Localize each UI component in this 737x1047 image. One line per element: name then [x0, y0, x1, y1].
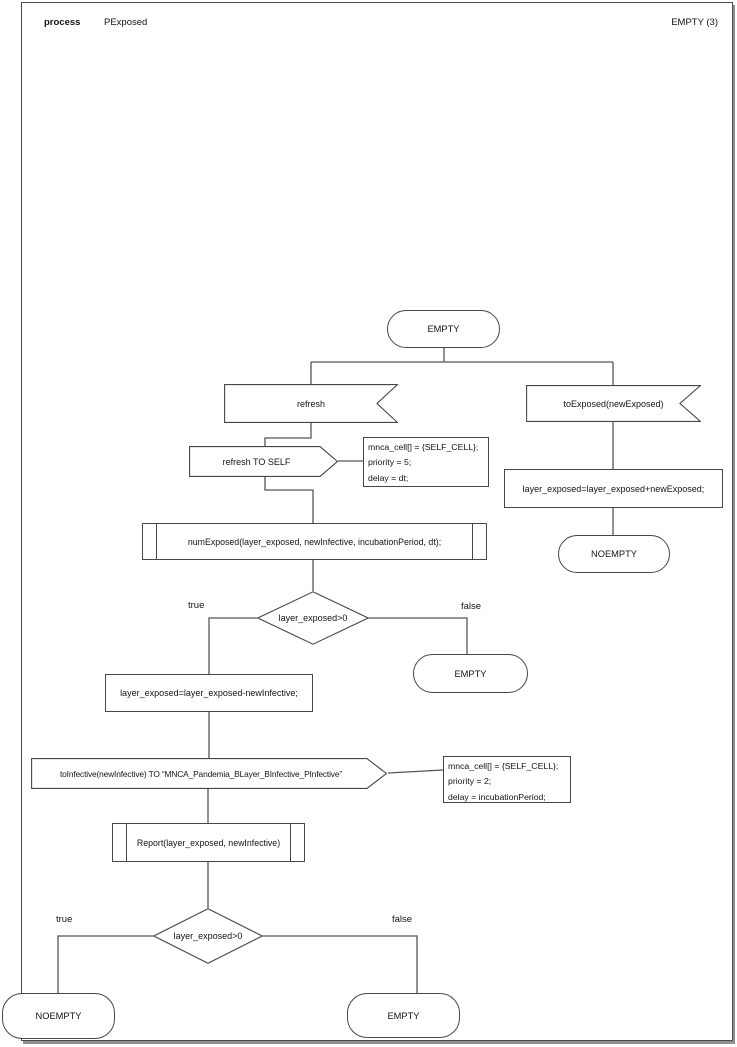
header-corner-label: EMPTY (3): [671, 17, 718, 28]
branch-false-label: false: [461, 601, 482, 612]
state-label: NOEMPTY: [35, 1011, 82, 1021]
procedure-side-bar: [290, 824, 291, 861]
signal-label: toExposed(newExposed): [563, 398, 664, 409]
state-noempty-right[interactable]: NOEMPTY: [558, 535, 670, 573]
procedure-report[interactable]: Report(layer_exposed, newInfective): [112, 823, 305, 862]
state-label: NOEMPTY: [591, 549, 637, 559]
annotation-line: delay = dt;: [368, 472, 409, 483]
task-label: layer_exposed=layer_exposed+newExposed;: [522, 483, 705, 494]
branch-true-label: true: [56, 914, 73, 925]
task-assign-sub[interactable]: layer_exposed=layer_exposed-newInfective…: [105, 674, 313, 712]
annotation-line: priority = 2;: [448, 776, 492, 787]
task-assign-add[interactable]: layer_exposed=layer_exposed+newExposed;: [504, 469, 723, 508]
header-process-name: PExposed: [104, 17, 148, 28]
page-border-frame: [21, 2, 733, 1041]
connector-decision1-true: [208, 617, 257, 674]
procedure-side-bar: [156, 524, 157, 559]
state-label: EMPTY: [427, 324, 460, 334]
connector-decision1-false: [368, 617, 468, 654]
branch-true-label: true: [188, 600, 205, 611]
state-label: EMPTY: [387, 1010, 420, 1021]
signal-label: toInfective(newInfective) TO “MNCA_Pande…: [59, 768, 342, 779]
annotation-line: delay = incubationPeriod;: [448, 791, 546, 802]
connector-send2-to-note2: [387, 769, 444, 774]
procedure-num-exposed[interactable]: numExposed(layer_exposed, newInfective, …: [142, 523, 487, 560]
annotation-refresh-params[interactable]: mnca_cell[] = {SELF_CELL}; priority = 5;…: [363, 437, 489, 487]
connector-start-split: [310, 348, 614, 385]
procedure-side-bar: [126, 824, 127, 861]
procedure-label: Report(layer_exposed, newInfective): [136, 837, 281, 848]
signal-receive-to-exposed[interactable]: toExposed(newExposed): [526, 385, 701, 422]
annotation-line: mnca_cell[] = {SELF_CELL};: [448, 761, 559, 771]
state-empty-mid[interactable]: EMPTY: [413, 654, 528, 693]
connector-decision2-true: [57, 935, 153, 993]
connector-send-to-proc: [264, 477, 314, 523]
annotation-infective-params[interactable]: mnca_cell[] = {SELF_CELL}; priority = 2;…: [443, 756, 571, 803]
signal-label: refresh TO SELF: [222, 456, 291, 467]
connector-decision2-false: [263, 935, 418, 993]
decision-label: layer_exposed>0: [278, 613, 348, 623]
decision-layer-exposed-bottom[interactable]: layer_exposed>0: [153, 908, 263, 964]
branch-false-label: false: [392, 914, 413, 925]
signal-send-to-infective[interactable]: toInfective(newInfective) TO “MNCA_Pande…: [31, 758, 387, 789]
state-empty-start[interactable]: EMPTY: [387, 310, 500, 348]
task-label: layer_exposed=layer_exposed-newInfective…: [120, 688, 298, 698]
decision-label: layer_exposed>0: [173, 931, 243, 941]
state-label: EMPTY: [454, 668, 487, 679]
signal-send-refresh-to-self[interactable]: refresh TO SELF: [189, 446, 338, 477]
procedure-side-bar: [472, 524, 473, 559]
annotation-line: mnca_cell[] = {SELF_CELL};: [368, 442, 479, 452]
state-noempty-bottom[interactable]: NOEMPTY: [2, 993, 115, 1039]
signal-label: refresh: [296, 398, 325, 409]
header-kind-label: process: [44, 17, 81, 28]
connector-refresh-to-send: [264, 423, 312, 446]
signal-receive-refresh[interactable]: refresh: [224, 384, 398, 423]
annotation-line: priority = 5;: [368, 457, 412, 468]
procedure-label: numExposed(layer_exposed, newInfective, …: [187, 536, 442, 547]
decision-layer-exposed-top[interactable]: layer_exposed>0: [257, 591, 369, 645]
state-empty-bottom[interactable]: EMPTY: [347, 993, 460, 1038]
